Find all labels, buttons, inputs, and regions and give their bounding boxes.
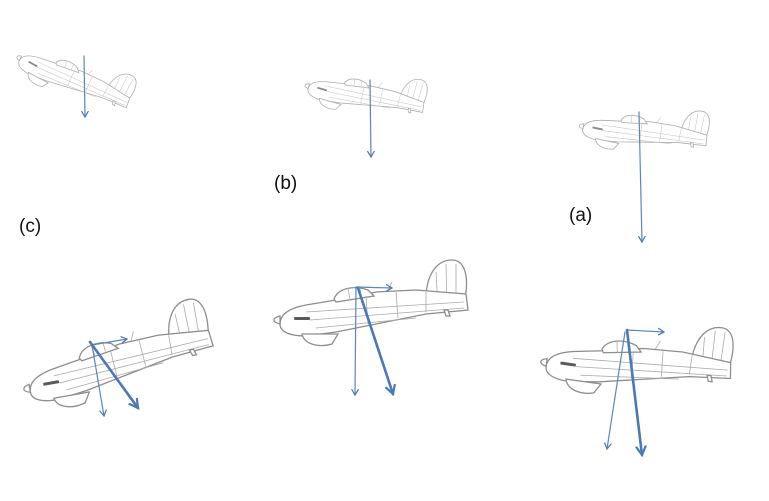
plane-top-right [575, 86, 714, 170]
plane-bottom-middle [273, 259, 469, 347]
lift-vector-bottom-right [625, 328, 642, 455]
lift-vector-bottom-left [88, 340, 138, 408]
panel-label-b: (b) [274, 173, 297, 194]
weight-vector-bottom-middle [355, 286, 356, 395]
plane-top-left [9, 23, 142, 128]
weight-vector-bottom-left [91, 344, 104, 416]
thrust-vector-bottom-middle [355, 287, 392, 288]
weight-vector-top-left [84, 55, 85, 117]
panel-label-c: (c) [19, 216, 41, 237]
lift-vector-bottom-middle [356, 286, 393, 394]
weight-vector-top-right [639, 111, 642, 242]
thrust-vector-bottom-right [626, 330, 664, 332]
plane-top-middle [300, 49, 432, 134]
weight-vector-bottom-right [607, 331, 626, 449]
panel-label-a: (a) [569, 205, 592, 226]
weight-vector-top-middle [370, 79, 371, 157]
plane-bottom-right [536, 302, 738, 414]
thrust-vector-bottom-left [91, 339, 127, 346]
plane-bottom-left [12, 295, 220, 416]
